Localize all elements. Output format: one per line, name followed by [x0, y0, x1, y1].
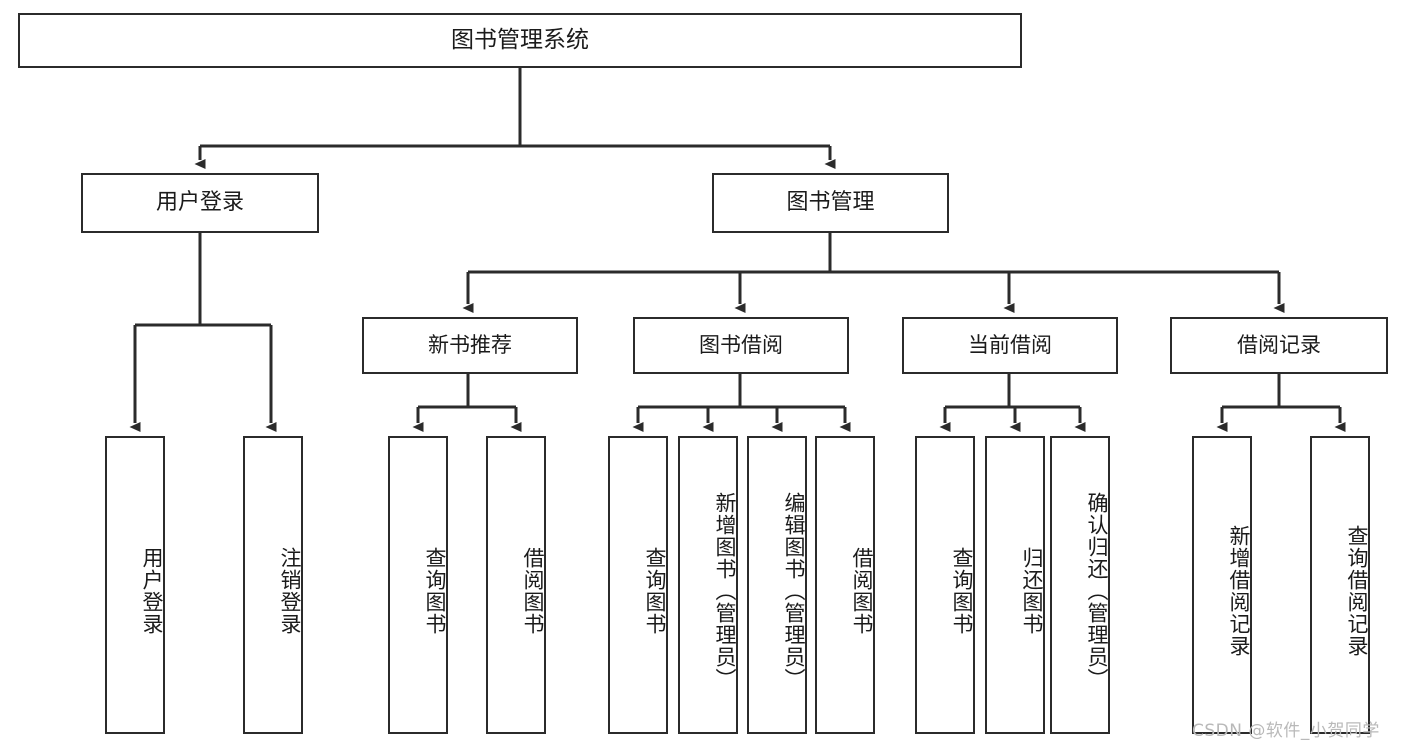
leaf-confirm-return-admin[interactable]: 确认归还（管理员） [1050, 436, 1110, 734]
leaf-query-book-recommend[interactable]: 查询图书 [388, 436, 448, 734]
node-book-borrow[interactable]: 图书借阅 [633, 317, 849, 374]
node-root-label: 图书管理系统 [451, 26, 589, 53]
leaf-borrow-book[interactable]: 借阅图书 [815, 436, 875, 734]
leaf-user-login-label: 用户登录 [140, 547, 164, 635]
leaf-user-login[interactable]: 用户登录 [105, 436, 165, 734]
csdn-watermark: CSDN @软件_小贺同学 [1192, 721, 1380, 741]
node-user-login-label: 用户登录 [155, 189, 244, 215]
leaf-logout-login-label: 注销登录 [278, 547, 302, 635]
node-current-borrow-label: 当前借阅 [968, 332, 1052, 357]
leaf-borrow-book-recommend[interactable]: 借阅图书 [486, 436, 546, 734]
leaf-query-book-recommend-label: 查询图书 [423, 547, 447, 635]
leaf-query-borrow-record[interactable]: 查询借阅记录 [1310, 436, 1370, 734]
node-new-book-recommend-label: 新书推荐 [428, 332, 512, 357]
node-user-login[interactable]: 用户登录 [81, 173, 319, 233]
node-book-management-label: 图书管理 [786, 189, 875, 215]
leaf-add-borrow-record[interactable]: 新增借阅记录 [1192, 436, 1252, 734]
node-borrow-record-label: 借阅记录 [1237, 332, 1321, 357]
leaf-borrow-book-label: 借阅图书 [850, 547, 874, 635]
node-borrow-record[interactable]: 借阅记录 [1170, 317, 1388, 374]
node-new-book-recommend[interactable]: 新书推荐 [362, 317, 578, 374]
leaf-logout-login[interactable]: 注销登录 [243, 436, 303, 734]
leaf-query-book-borrow-label: 查询图书 [643, 547, 667, 635]
node-book-borrow-label: 图书借阅 [699, 332, 783, 357]
leaf-edit-book-admin[interactable]: 编辑图书（管理员） [747, 436, 807, 734]
leaf-return-book-label: 归还图书 [1020, 547, 1044, 635]
node-root[interactable]: 图书管理系统 [18, 13, 1022, 68]
leaf-add-book-admin[interactable]: 新增图书（管理员） [678, 436, 738, 734]
leaf-add-book-admin-label: 新增图书（管理员） [713, 492, 737, 690]
leaf-query-borrow-record-label: 查询借阅记录 [1345, 525, 1369, 657]
leaf-return-book[interactable]: 归还图书 [985, 436, 1045, 734]
leaf-query-book-current-label: 查询图书 [950, 547, 974, 635]
leaf-confirm-return-admin-label: 确认归还（管理员） [1085, 492, 1109, 690]
leaf-add-borrow-record-label: 新增借阅记录 [1227, 525, 1251, 657]
node-book-management[interactable]: 图书管理 [712, 173, 949, 233]
node-current-borrow[interactable]: 当前借阅 [902, 317, 1118, 374]
leaf-query-book-borrow[interactable]: 查询图书 [608, 436, 668, 734]
leaf-borrow-book-recommend-label: 借阅图书 [521, 547, 545, 635]
leaf-query-book-current[interactable]: 查询图书 [915, 436, 975, 734]
leaf-edit-book-admin-label: 编辑图书（管理员） [782, 492, 806, 690]
